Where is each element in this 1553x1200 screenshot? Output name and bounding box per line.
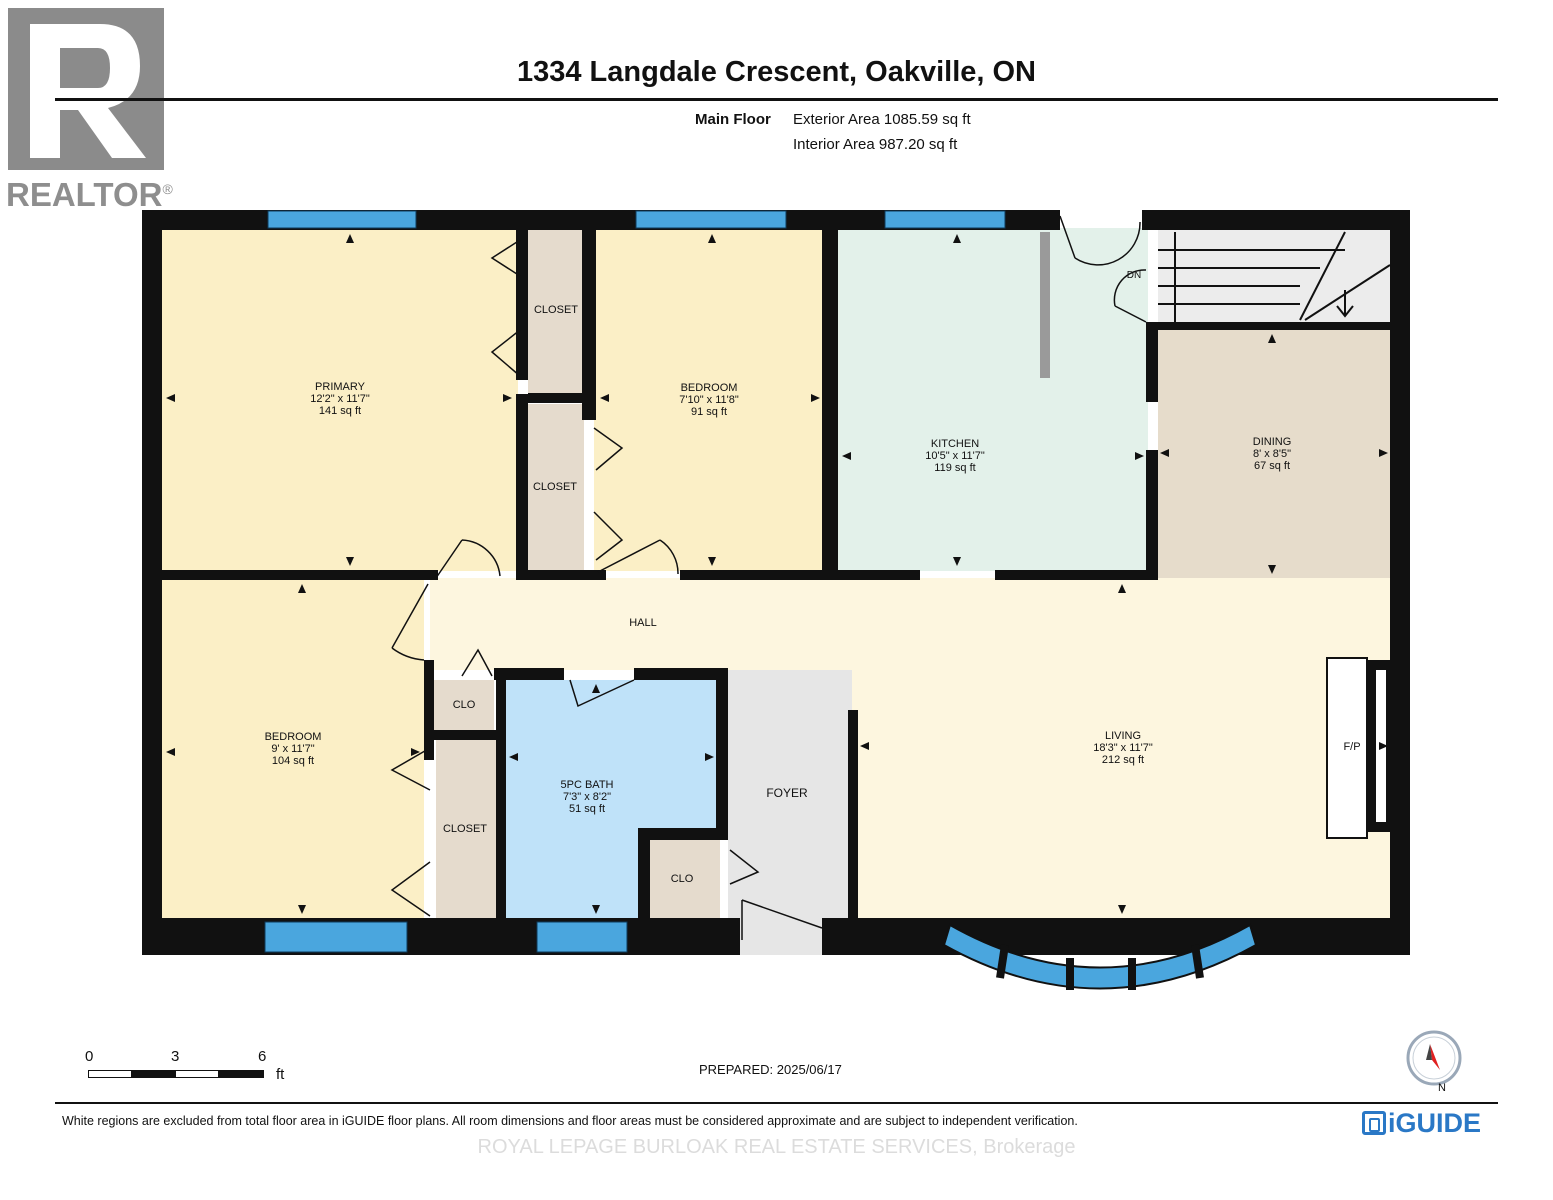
disclaimer-text: White regions are excluded from total fl… — [62, 1114, 1078, 1128]
iguide-wordmark: iGUIDE — [1388, 1108, 1482, 1138]
room-dining-label: DINING 8' x 8'5" 67 sq ft — [1253, 436, 1292, 472]
fireplace-label: F/P — [1343, 741, 1361, 753]
scale-tick-3: 3 — [171, 1048, 180, 1065]
room-kitchen-label: KITCHEN 10'5" x 11'7" 119 sq ft — [925, 438, 985, 474]
stairs-area — [1158, 228, 1390, 323]
room-area: 67 sq ft — [1253, 460, 1291, 472]
dimension-arrows — [166, 234, 1388, 914]
compass-north-label: N — [1438, 1082, 1446, 1094]
room-name: PRIMARY — [315, 381, 365, 393]
room-bath-label: 5PC BATH 7'3" x 8'2" 51 sq ft — [561, 779, 614, 815]
floor-label: Main Floor — [695, 111, 771, 128]
closet-1-fill — [528, 228, 584, 393]
room-name: KITCHEN — [930, 438, 980, 450]
room-dining-fill — [1158, 330, 1390, 578]
iguide-logo: iGUIDE — [1362, 1108, 1481, 1139]
room-bedroom-2-label: BEDROOM 7'10" x 11'8" 91 sq ft — [679, 382, 739, 418]
realtor-wordmark: REALTOR® — [6, 176, 173, 213]
closet-3-label: CLOSET — [442, 823, 488, 835]
room-dims: 7'3" x 8'2" — [562, 791, 612, 803]
room-name: BEDROOM — [680, 382, 738, 394]
clo-1-label: CLO — [452, 699, 476, 711]
room-primary-label: PRIMARY 12'2" x 11'7" 141 sq ft — [310, 381, 370, 417]
prepared-date: PREPARED: 2025/06/17 — [699, 1062, 842, 1077]
compass-icon: N — [1404, 1030, 1464, 1098]
room-bedroom-2-fill — [594, 228, 824, 571]
realtor-r-mark-icon — [8, 8, 164, 170]
stairs-down-label: DN — [1126, 270, 1142, 281]
room-bedroom-3-label: BEDROOM 9' x 11'7" 104 sq ft — [265, 731, 322, 767]
room-bedroom-3-fill — [162, 580, 424, 918]
room-name: 5PC BATH — [560, 779, 614, 791]
scale-segment — [218, 1070, 264, 1078]
room-dims: 12'2" x 11'7" — [310, 393, 370, 405]
closet-2-label: CLOSET — [532, 481, 578, 493]
room-dims: 7'10" x 11'8" — [679, 394, 739, 406]
closet-2-fill — [528, 404, 584, 571]
footer-divider — [55, 1102, 1498, 1104]
iguide-mark-icon — [1362, 1111, 1386, 1135]
clo-1-fill — [434, 680, 494, 730]
scale-segment — [131, 1070, 177, 1078]
room-name: BEDROOM — [264, 731, 322, 743]
clo-2-label: CLO — [670, 873, 694, 885]
room-name: LIVING — [1104, 730, 1142, 742]
room-living-label: LIVING 18'3" x 11'7" 212 sq ft — [1093, 730, 1153, 766]
closet-3-fill — [436, 740, 496, 918]
scale-unit: ft — [276, 1066, 285, 1083]
scale-segment — [88, 1070, 133, 1078]
interior-walls — [142, 230, 1390, 920]
interior-area: Interior Area 987.20 sq ft — [793, 136, 958, 153]
page-title: 1334 Langdale Crescent, Oakville, ON — [516, 56, 1036, 88]
room-primary-fill — [162, 228, 518, 571]
room-dims: 10'5" x 11'7" — [925, 450, 985, 462]
scale-tick-6: 6 — [258, 1048, 267, 1065]
room-kitchen-fill — [838, 228, 1148, 571]
room-dims: 18'3" x 11'7" — [1093, 742, 1153, 754]
foyer-fill — [728, 670, 852, 955]
room-area: 212 sq ft — [1101, 754, 1145, 766]
foyer-label: FOYER — [766, 786, 808, 800]
windows — [264, 210, 1006, 953]
room-area: 119 sq ft — [934, 462, 976, 474]
closet-1-label: CLOSET — [533, 304, 579, 316]
stairs-icon — [1158, 231, 1391, 322]
realtor-logo: REALTOR® — [6, 8, 180, 213]
bay-window — [942, 923, 1258, 990]
room-dims: 8' x 8'5" — [1252, 448, 1292, 460]
hall-label: HALL — [629, 617, 657, 629]
room-area: 141 sq ft — [318, 405, 362, 417]
scale-bar: 0 3 6 ft — [85, 1048, 295, 1088]
doors — [390, 215, 1147, 940]
room-area: 104 sq ft — [271, 755, 315, 767]
room-living-fill — [852, 640, 1390, 918]
brokerage-watermark: ROYAL LEPAGE BURLOAK REAL ESTATE SERVICE… — [477, 1136, 1076, 1158]
exterior-area: Exterior Area 1085.59 sq ft — [793, 111, 971, 128]
room-dims: 9' x 11'7" — [271, 743, 315, 755]
clo-2-fill — [650, 840, 720, 918]
room-area: 51 sq ft — [568, 803, 606, 815]
room-area: 91 sq ft — [690, 406, 728, 418]
scale-tick-0: 0 — [85, 1048, 94, 1065]
title-divider — [55, 98, 1498, 101]
room-name: DINING — [1252, 436, 1292, 448]
scale-segment — [175, 1070, 220, 1078]
